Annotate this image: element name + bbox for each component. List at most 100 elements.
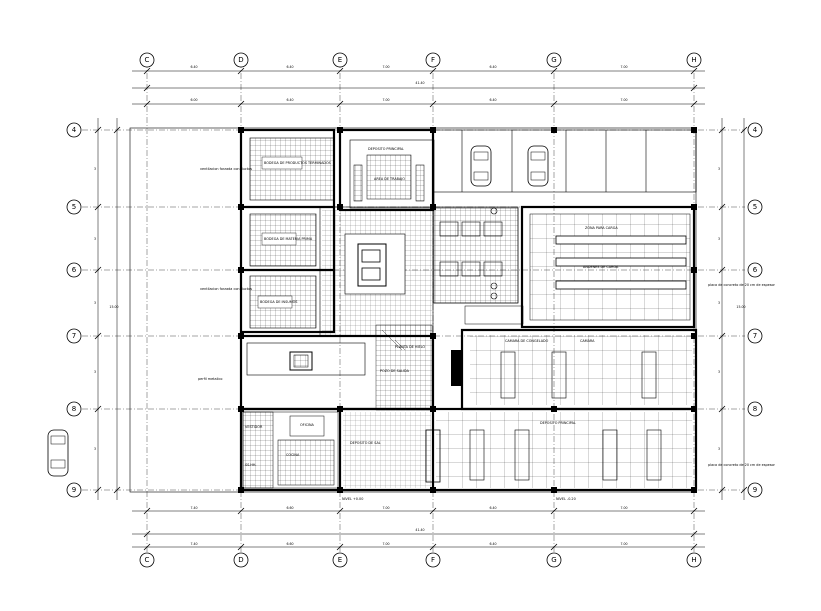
grid-row-label-9-right: 9 xyxy=(753,486,757,494)
storage-3-label: BODEGA DE INSUMOS xyxy=(260,300,297,304)
cocina-label: COCINA xyxy=(286,453,300,457)
grid-col-label-H-bottom: H xyxy=(691,556,696,564)
grid-col-label-E: E xyxy=(338,56,342,64)
storage-1-label: BODEGA DE PRODUCTOS TERMINADOS xyxy=(264,161,331,165)
parking-area xyxy=(47,130,697,477)
sshh-label: SS.HH. xyxy=(245,463,257,467)
vestidor-label: VESTIDOR xyxy=(245,425,263,429)
car-icon-3 xyxy=(47,429,69,477)
grid-col-label-F-bottom: F xyxy=(431,556,435,564)
grid-col-label-G: G xyxy=(551,56,556,64)
grid-row-label-8-right: 8 xyxy=(753,405,757,413)
grid-row-label-5: 5 xyxy=(72,203,76,211)
dim-left-3: 3 xyxy=(94,301,96,305)
dim-bottom-b3: 7.00 xyxy=(382,542,389,546)
grid-col-label-E-bottom: E xyxy=(338,556,342,564)
grid-row-label-4-right: 4 xyxy=(753,126,758,134)
dim-top-4: 6.40 xyxy=(489,65,496,69)
dim-bottom-b2: 6.60 xyxy=(286,542,293,546)
dim-bottom-1: 7.40 xyxy=(190,506,197,510)
dim-top-1: 6.40 xyxy=(190,65,197,69)
dim-right-5: 3 xyxy=(718,447,720,451)
dim-top-inner-1: 6.00 xyxy=(190,98,197,102)
dim-left-total: 15.00 xyxy=(109,305,118,309)
dim-bottom-b4: 6.40 xyxy=(489,542,496,546)
ventilation-note-1: ventilacion forzada con ductos xyxy=(200,167,252,171)
central-stair-core xyxy=(322,210,433,411)
grid-row-label-5-right: 5 xyxy=(753,203,757,211)
grid-row-label-6: 6 xyxy=(72,266,77,274)
level-note-1: NIVEL +0.00 xyxy=(342,497,363,501)
grid-col-label-C-bottom: C xyxy=(145,556,150,564)
grid-row-label-7-right: 7 xyxy=(753,332,757,340)
dimension-lines: 6.40 6.40 7.00 6.40 7.00 41.40 6.00 6.40… xyxy=(94,65,748,551)
car-icon-1 xyxy=(470,145,492,187)
loading-zone-label: ZONA PARA CARGA xyxy=(585,226,618,230)
dim-top-inner-2: 6.40 xyxy=(286,98,293,102)
dim-bottom-3: 7.00 xyxy=(382,506,389,510)
dim-right-4: 3 xyxy=(718,370,720,374)
level-note-2: NIVEL -0.20 xyxy=(556,497,576,501)
grid-bubbles-right: 4 5 6 7 8 9 xyxy=(747,122,763,498)
dim-top-inner-3: 7.00 xyxy=(382,98,389,102)
dim-left-4: 3 xyxy=(94,370,96,374)
office-label: OFICINA xyxy=(300,423,315,427)
dim-bottom-5: 7.00 xyxy=(620,506,627,510)
bottom-storage-hall: DEPOSITO PRINCIPAL xyxy=(425,412,692,488)
toilets-block xyxy=(433,207,519,304)
slab-note-1: placa de concreto de 20 cm de espesor xyxy=(708,283,776,287)
grid-col-label-G-bottom: G xyxy=(551,556,556,564)
car-icon-2 xyxy=(527,145,549,187)
central-room-label: DEPOSITO PRINCIPAL xyxy=(368,147,404,151)
grid-col-label-D: D xyxy=(238,56,243,64)
slab-note-2: placa de concreto de 20 cm de espesor xyxy=(708,463,776,467)
dim-right-1: 3 xyxy=(718,167,720,171)
storage-room-2: BODEGA DE MATERIA PRIMA xyxy=(249,213,317,267)
loading-zone: ZONA PARA CARGA ANDENES DE CARGA xyxy=(464,213,691,325)
grid-row-label-6-right: 6 xyxy=(753,266,758,274)
dim-top-2: 6.40 xyxy=(286,65,293,69)
storage-room-1: BODEGA DE PRODUCTOS TERMINADOS xyxy=(249,137,335,201)
grid-col-label-H: H xyxy=(691,56,696,64)
dim-top-5: 7.00 xyxy=(620,65,627,69)
grid-col-label-D-bottom: D xyxy=(238,556,243,564)
ice-plant-area: PLANTA DE HIELO POZO DE SALIDA xyxy=(246,342,425,376)
dim-bottom-2: 6.60 xyxy=(286,506,293,510)
camara-1-label: CAMARA DE CONGELADO xyxy=(505,339,549,343)
grid-col-label-C: C xyxy=(145,56,150,64)
dim-bottom-total: 41.40 xyxy=(415,528,424,532)
central-work-room: DEPOSITO PRINCIPAL AREA DE TRABAJO xyxy=(349,139,435,209)
docks-label: ANDENES DE CARGA xyxy=(583,265,619,269)
storage-2-label: BODEGA DE MATERIA PRIMA xyxy=(264,237,313,241)
dim-top-3: 7.00 xyxy=(382,65,389,69)
deposito-principal-label: DEPOSITO PRINCIPAL xyxy=(540,421,576,425)
exit-well-label: POZO DE SALIDA xyxy=(380,369,410,373)
profile-note: perfil metalico xyxy=(198,377,222,381)
office-wing: OFICINA DEPOSITO DE SAL VESTIDOR SS.HH. … xyxy=(242,411,431,489)
dim-right-total: 15.00 xyxy=(736,305,745,309)
storage-room-3: BODEGA DE INSUMOS xyxy=(249,275,317,329)
deposito-sal-label: DEPOSITO DE SAL xyxy=(350,441,381,445)
dim-top-inner-5: 7.00 xyxy=(620,98,627,102)
grid-col-label-F: F xyxy=(431,56,435,64)
dim-left-2: 3 xyxy=(94,237,96,241)
ventilation-note-2: ventilacion forzada con ductos xyxy=(200,287,252,291)
dim-top-total: 41.40 xyxy=(415,81,424,85)
work-area-label: AREA DE TRABAJO xyxy=(374,177,405,181)
dim-bottom-4: 6.40 xyxy=(489,506,496,510)
grid-row-label-4: 4 xyxy=(72,126,77,134)
dim-right-2: 3 xyxy=(718,237,720,241)
dim-right-3: 3 xyxy=(718,301,720,305)
camara-2-label: CAMARA xyxy=(580,339,595,343)
grid-bubbles-top: C D E F G H xyxy=(139,52,702,68)
grid-row-label-7: 7 xyxy=(72,332,76,340)
dim-bottom-b5: 7.00 xyxy=(620,542,627,546)
ice-plant-label: PLANTA DE HIELO xyxy=(395,345,425,349)
grid-row-label-8: 8 xyxy=(72,405,76,413)
grid-bubbles-bottom: C D E F G H xyxy=(139,552,702,568)
cold-rooms-hall: CAMARA DE CONGELADO CAMARA xyxy=(451,335,692,405)
annotations: ventilacion forzada con ductos ventilaci… xyxy=(198,167,776,501)
dim-bottom-b1: 7.40 xyxy=(190,542,197,546)
dim-left-1: 3 xyxy=(94,167,96,171)
